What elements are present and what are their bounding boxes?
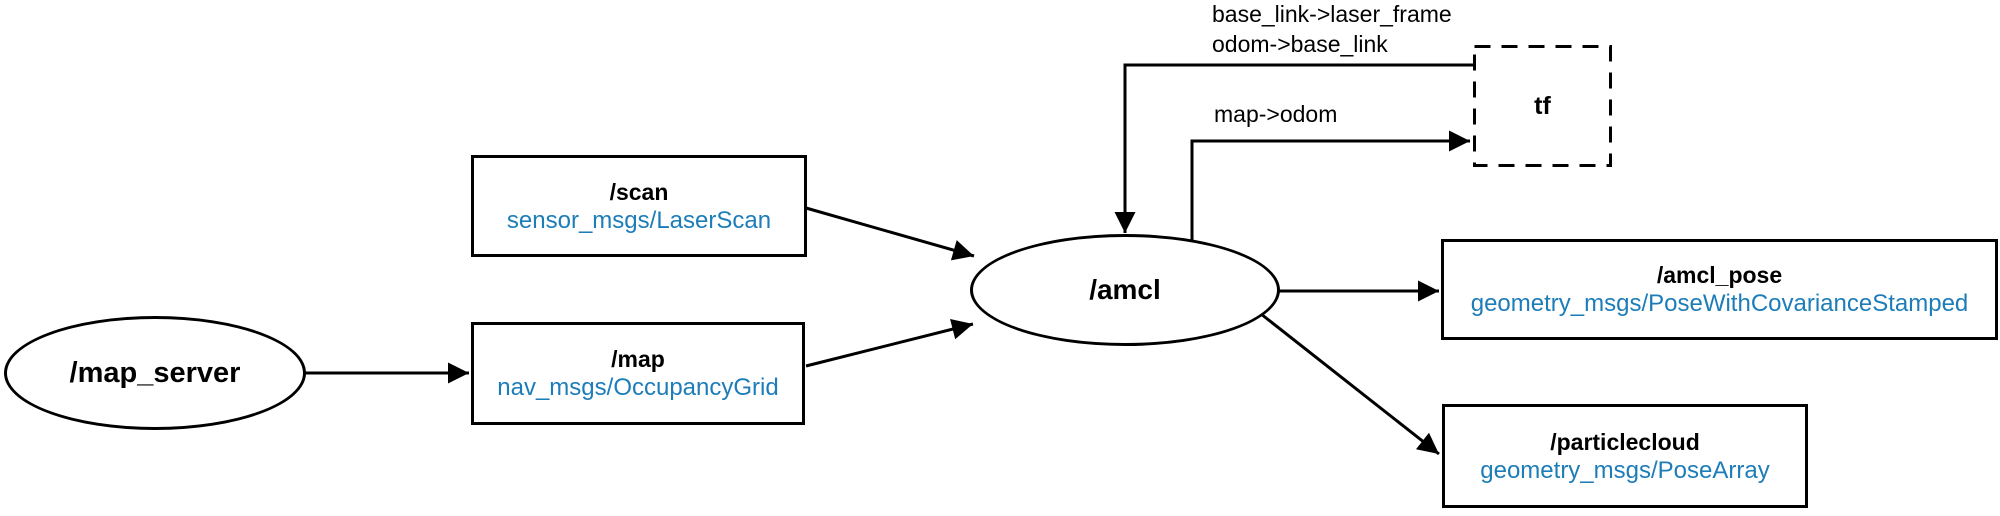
map-odom-transform-label: map->odom — [1214, 101, 1338, 127]
node-tf: tf — [1473, 45, 1612, 167]
topic-scan-type: sensor_msgs/LaserScan — [506, 206, 772, 234]
topic-amcl-pose: /amcl_pose geometry_msgs/PoseWithCovaria… — [1441, 239, 1998, 340]
edge-map-to-amcl — [805, 318, 974, 368]
node-map-server: /map_server — [4, 316, 306, 430]
tf-transform-label-line2: odom->base_link — [1212, 31, 1388, 57]
topic-map-name: /map — [611, 346, 665, 372]
topic-particlecloud-name: /particlecloud — [1550, 428, 1700, 455]
tf-node-border — [1473, 45, 1612, 167]
topic-amcl-pose-type: geometry_msgs/PoseWithCovarianceStamped — [1470, 290, 1969, 317]
tf-transform-label-line1: base_link->laser_frame — [1212, 1, 1452, 27]
node-amcl-label: /amcl — [1089, 274, 1161, 305]
topic-map-type: nav_msgs/OccupancyGrid — [497, 374, 779, 401]
topic-scan: /scan sensor_msgs/LaserScan — [471, 155, 807, 257]
topic-particlecloud: /particlecloud geometry_msgs/PoseArray — [1442, 404, 1808, 508]
edge-amcl-to-particlecloud — [1260, 312, 1440, 456]
topic-amcl-pose-name: /amcl_pose — [1656, 262, 1783, 288]
edge-tf-to-amcl — [1114, 63, 1473, 233]
node-amcl: /amcl — [970, 234, 1280, 346]
edge-scan-to-amcl — [805, 206, 975, 261]
topic-particlecloud-type: geometry_msgs/PoseArray — [1480, 456, 1770, 484]
topic-map: /map nav_msgs/OccupancyGrid — [471, 322, 805, 425]
edge-amcl-to-tf — [1190, 130, 1470, 240]
topic-scan-name: /scan — [609, 178, 669, 205]
node-tf-label: tf — [1534, 91, 1551, 120]
node-map-server-label: /map_server — [69, 356, 241, 389]
